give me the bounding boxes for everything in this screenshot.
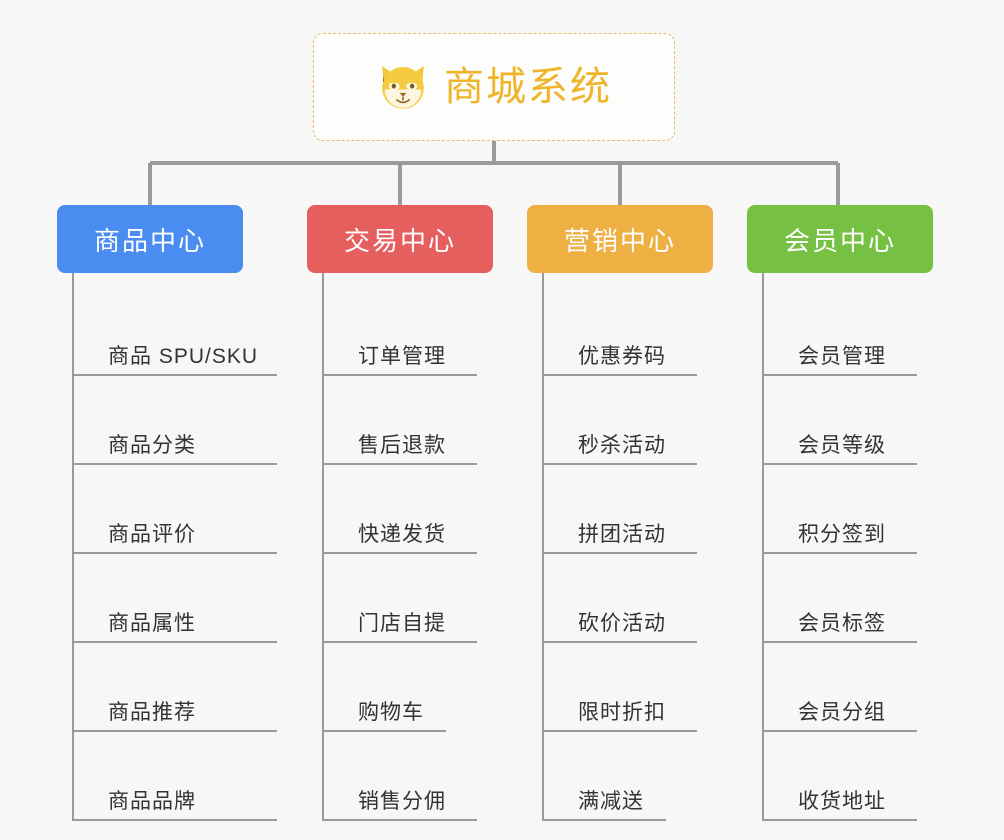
leaf-item[interactable]: 订单管理: [324, 287, 477, 376]
leaf-item[interactable]: 会员标签: [764, 554, 917, 643]
branch-column-3: 会员中心 会员管理 会员等级 积分签到 会员标签 会员分组 收货地址: [747, 205, 933, 821]
category-header-3[interactable]: 会员中心: [747, 205, 933, 273]
leaf-label: 购物车: [358, 701, 424, 724]
leaf-item[interactable]: 砍价活动: [544, 554, 697, 643]
category-header-0[interactable]: 商品中心: [57, 205, 243, 273]
category-title-2: 营销中心: [563, 225, 676, 256]
leaf-list-3: 会员管理 会员等级 积分签到 会员标签 会员分组 收货地址: [762, 273, 933, 821]
leaf-label: 会员管理: [798, 345, 886, 368]
leaf-item[interactable]: 积分签到: [764, 465, 917, 554]
leaf-item[interactable]: 拼团活动: [544, 465, 697, 554]
leaf-item[interactable]: 商品评价: [74, 465, 277, 554]
leaf-label: 满减送: [578, 790, 644, 813]
leaf-label: 商品属性: [108, 612, 196, 635]
leaf-item[interactable]: 会员分组: [764, 643, 917, 732]
leaf-item[interactable]: 商品分类: [74, 376, 277, 465]
leaf-label: 门店自提: [358, 612, 446, 635]
leaf-label: 订单管理: [358, 345, 446, 368]
leaf-item[interactable]: 快递发货: [324, 465, 477, 554]
leaf-item[interactable]: 商品品牌: [74, 732, 277, 821]
root-node[interactable]: 商城系统: [313, 33, 675, 141]
leaf-item[interactable]: 限时折扣: [544, 643, 697, 732]
category-header-2[interactable]: 营销中心: [527, 205, 713, 273]
leaf-item[interactable]: 商品属性: [74, 554, 277, 643]
leaf-label: 秒杀活动: [578, 434, 666, 457]
shiba-inu-icon: [376, 62, 430, 112]
branch-column-2: 营销中心 优惠券码 秒杀活动 拼团活动 砍价活动 限时折扣 满减送: [527, 205, 713, 821]
leaf-label: 会员等级: [798, 434, 886, 457]
leaf-item[interactable]: 满减送: [544, 732, 666, 821]
leaf-label: 限时折扣: [578, 701, 666, 724]
leaf-label: 拼团活动: [578, 523, 666, 546]
leaf-label: 优惠券码: [578, 345, 666, 368]
leaf-item[interactable]: 会员等级: [764, 376, 917, 465]
leaf-list-2: 优惠券码 秒杀活动 拼团活动 砍价活动 限时折扣 满减送: [542, 273, 713, 821]
leaf-label: 收货地址: [798, 790, 886, 813]
leaf-label: 商品品牌: [108, 790, 196, 813]
leaf-item[interactable]: 销售分佣: [324, 732, 477, 821]
root-title: 商城系统: [444, 65, 612, 109]
leaf-label: 商品 SPU/SKU: [108, 345, 259, 368]
leaf-list-1: 订单管理 售后退款 快递发货 门店自提 购物车 销售分佣: [322, 273, 493, 821]
leaf-label: 砍价活动: [578, 612, 666, 635]
leaf-label: 销售分佣: [358, 790, 446, 813]
leaf-label: 会员标签: [798, 612, 886, 635]
leaf-item[interactable]: 购物车: [324, 643, 446, 732]
leaf-item[interactable]: 会员管理: [764, 287, 917, 376]
leaf-label: 商品评价: [108, 523, 196, 546]
leaf-item[interactable]: 门店自提: [324, 554, 477, 643]
leaf-item[interactable]: 商品推荐: [74, 643, 277, 732]
branch-column-0: 商品中心 商品 SPU/SKU 商品分类 商品评价 商品属性 商品推荐 商品品牌: [57, 205, 277, 821]
leaf-label: 快递发货: [358, 523, 446, 546]
leaf-list-0: 商品 SPU/SKU 商品分类 商品评价 商品属性 商品推荐 商品品牌: [72, 273, 277, 821]
category-header-1[interactable]: 交易中心: [307, 205, 493, 273]
leaf-label: 售后退款: [358, 434, 446, 457]
leaf-item[interactable]: 秒杀活动: [544, 376, 697, 465]
leaf-item[interactable]: 收货地址: [764, 732, 917, 821]
leaf-item[interactable]: 售后退款: [324, 376, 477, 465]
category-title-1: 交易中心: [343, 225, 456, 256]
leaf-label: 积分签到: [798, 523, 886, 546]
leaf-label: 商品分类: [108, 434, 196, 457]
branch-column-1: 交易中心 订单管理 售后退款 快递发货 门店自提 购物车 销售分佣: [307, 205, 493, 821]
leaf-item[interactable]: 优惠券码: [544, 287, 697, 376]
category-title-0: 商品中心: [93, 225, 206, 256]
leaf-label: 商品推荐: [108, 701, 196, 724]
leaf-label: 会员分组: [798, 701, 886, 724]
category-title-3: 会员中心: [783, 225, 896, 256]
leaf-item[interactable]: 商品 SPU/SKU: [74, 287, 277, 376]
